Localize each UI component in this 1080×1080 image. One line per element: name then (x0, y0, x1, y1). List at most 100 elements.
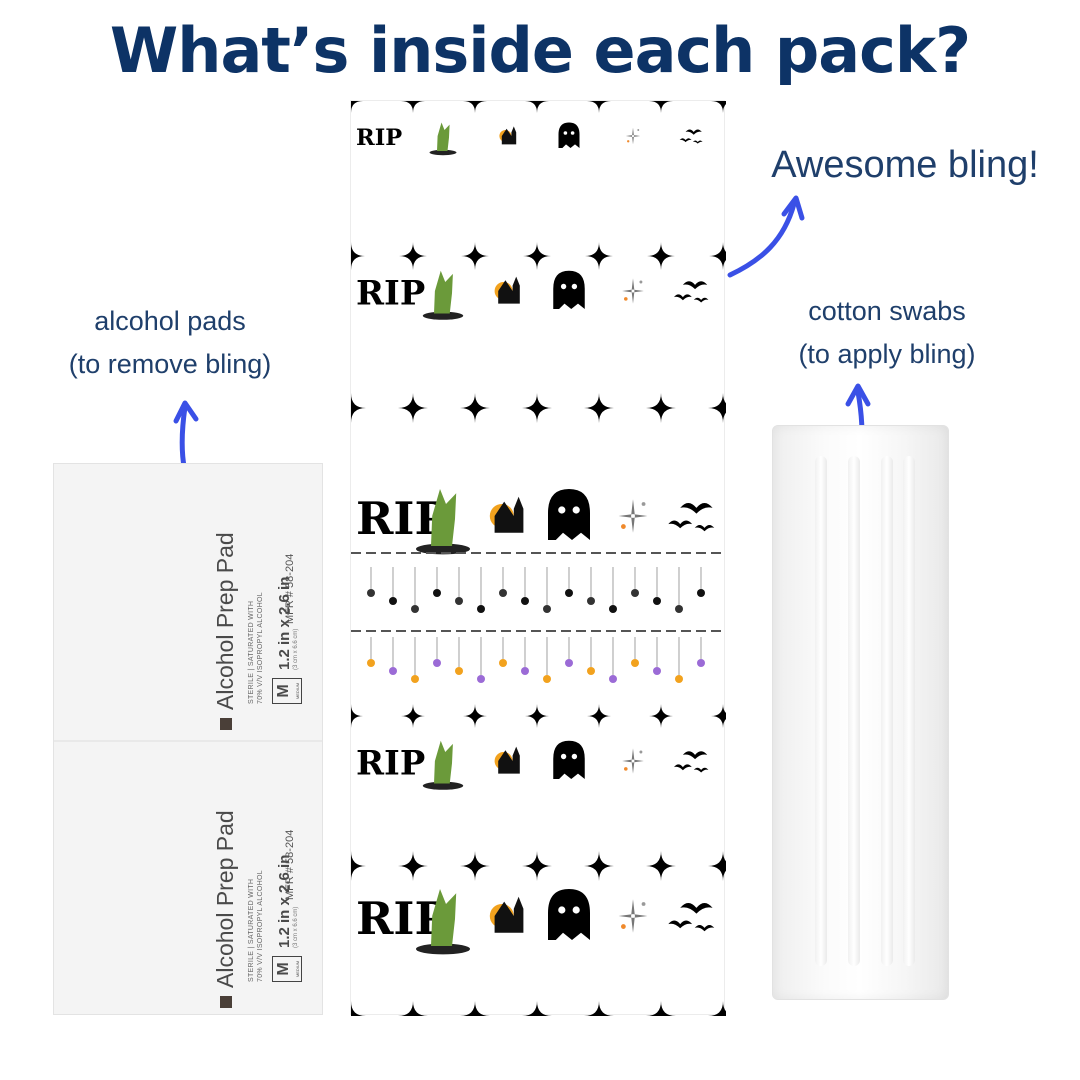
star-icon (460, 1001, 490, 1016)
zombie-hand-icon (431, 889, 457, 946)
star-icon (522, 851, 552, 881)
ghost-icon (560, 283, 567, 290)
pumpkin-icon (675, 605, 683, 613)
star-icon (351, 1001, 366, 1016)
star-icon (584, 1001, 614, 1016)
star-icon (398, 851, 428, 881)
bats-icon (692, 140, 703, 144)
pumpkin-icon (499, 659, 507, 667)
sparkle-icon (641, 502, 646, 506)
rip-text: RIP (356, 743, 425, 783)
page-title: What’s inside each pack? (109, 14, 971, 87)
star-icon (351, 242, 365, 270)
alcohol-pads-line2: (to remove bling) (68, 349, 272, 379)
bats-icon (693, 767, 709, 773)
sparkle-icon (624, 767, 628, 771)
cotton-swab (815, 456, 827, 966)
ghost-icon (571, 753, 578, 760)
spider-icon (609, 605, 617, 613)
ghost-icon (570, 131, 575, 135)
alcohol-pads-label: alcohol pads (to remove bling) (30, 300, 310, 386)
bats-icon (673, 764, 692, 771)
bats-icon (694, 524, 715, 532)
sparkle-icon (639, 750, 643, 754)
spider-icon (433, 589, 441, 597)
arrow-to-bling-icon (727, 195, 805, 278)
ghost-icon (563, 131, 568, 135)
zombie-hand-icon (434, 270, 453, 314)
sparkle-icon (621, 924, 626, 929)
pumpkin-icon (367, 659, 375, 667)
cotton-swabs-label: cotton swabs (to apply bling) (752, 290, 1022, 376)
pad-sub-line1: STERILE | SATURATED WITH (248, 878, 255, 982)
star-icon (398, 1001, 428, 1016)
ghost-icon (558, 506, 566, 514)
pumpkin-icon (587, 667, 595, 675)
star-icon (351, 704, 363, 728)
spider-icon (697, 659, 705, 667)
alcohol-pads: Alcohol Prep Pad STERILE | SATURATED WIT… (53, 463, 323, 1015)
awesome-bling-label: Awesome bling! (740, 142, 1070, 188)
cotton-swab (848, 456, 860, 966)
ghost-icon (558, 122, 580, 148)
bats-icon (682, 751, 708, 760)
pumpkin-icon (411, 605, 419, 613)
haunted-house-icon (501, 126, 517, 145)
rip-text: RIP (356, 125, 402, 151)
star-icon (587, 704, 611, 728)
cotton-swabs-pack (772, 425, 949, 1000)
sparkle-icon (622, 748, 644, 774)
spider-icon (477, 675, 485, 683)
pumpkin-icon (631, 589, 639, 597)
pumpkin-icon (543, 675, 551, 683)
ghost-icon (548, 489, 590, 540)
bats-icon (680, 903, 713, 914)
zombie-hand-icon (422, 311, 464, 320)
spider-icon (433, 659, 441, 667)
star-icon (649, 704, 673, 728)
sparkle-icon (627, 140, 630, 143)
star-icon (525, 704, 549, 728)
zombie-hand-icon (431, 489, 457, 546)
spider-icon (521, 667, 529, 675)
star-icon (711, 704, 726, 728)
sparkle-icon (621, 524, 626, 529)
star-icon (401, 101, 425, 113)
bats-icon (693, 297, 709, 303)
bats-icon (682, 281, 708, 290)
star-icon (463, 704, 487, 728)
star-icon (585, 242, 613, 270)
sparkle-icon (641, 902, 646, 906)
pumpkin-icon (675, 675, 683, 683)
bats-icon (685, 129, 702, 135)
star-icon (398, 393, 428, 423)
star-icon (522, 1001, 552, 1016)
bats-icon (673, 294, 692, 301)
star-icon (523, 242, 551, 270)
star-icon (646, 393, 676, 423)
ghost-icon (548, 889, 590, 940)
bats-icon (668, 920, 693, 929)
pad-mfr: MFR # 58-204 (284, 553, 296, 624)
star-icon (711, 101, 726, 113)
pad-sub-line1: STERILE | SATURATED WITH (248, 600, 255, 704)
ghost-icon (560, 753, 567, 760)
zombie-hand-icon (437, 122, 450, 151)
star-icon (708, 851, 726, 881)
pumpkin-icon (631, 659, 639, 667)
star-icon (522, 393, 552, 423)
spider-icon (565, 589, 573, 597)
pad-mfr: MFR # 58-204 (284, 829, 296, 900)
star-icon (708, 393, 726, 423)
haunted-house-icon (498, 276, 520, 304)
ghost-icon (558, 906, 566, 914)
zombie-hand-icon (429, 149, 457, 156)
pumpkin-icon (587, 597, 595, 605)
haunted-house-icon (494, 896, 524, 933)
star-icon (587, 101, 611, 113)
star-icon (525, 101, 549, 113)
spider-icon (389, 667, 397, 675)
bats-icon (679, 138, 692, 143)
star-icon (584, 393, 614, 423)
